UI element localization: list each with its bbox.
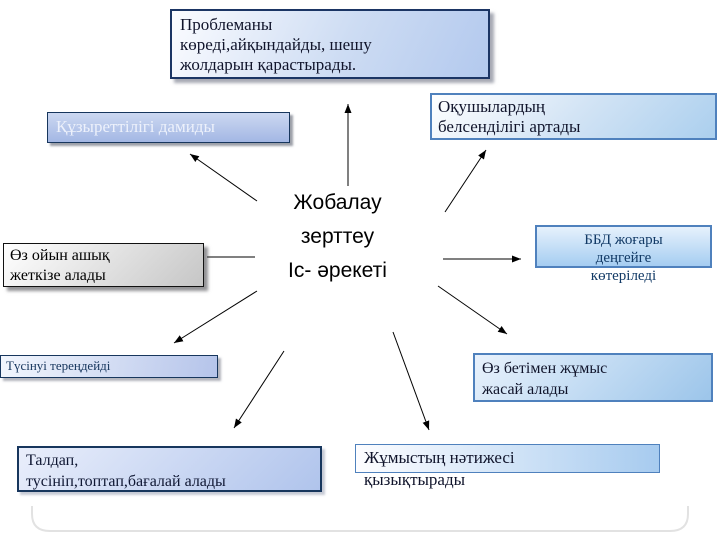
node-independent-work-box: Өз бетімен жұмыс жасай алады bbox=[473, 353, 713, 402]
arrow-up-right bbox=[444, 149, 487, 213]
arrow-down-left-1 bbox=[173, 290, 258, 344]
node-competence-box: Құзыреттілігі дамиды bbox=[47, 112, 290, 143]
center-topic-label: Жобалау зерттеу Іс- әрекеті bbox=[288, 191, 387, 282]
node-analysis-box: Талдап, тусініп,топтап,бағалай алады bbox=[17, 446, 322, 492]
slide-bottom-arc bbox=[31, 506, 689, 532]
arrow-down-left-2 bbox=[233, 350, 285, 429]
node-work-result-box: Жұмыстың нәтижесі қызықтырады bbox=[355, 444, 660, 489]
node-bbd-level-box: ББД жоғары деңгейге көтеріледі bbox=[535, 225, 712, 284]
node-problem-box: Проблеманы көреді,айқындайды, шешу жолда… bbox=[170, 9, 490, 79]
node-understanding-box: Түсінуі тереңдейді bbox=[0, 355, 218, 378]
node-open-opinion-box: Өз ойын ашық жеткізе алады bbox=[3, 243, 204, 287]
arrow-down bbox=[392, 331, 430, 431]
node-pupils-activity-box: Оқушылардың белсенділігі артады bbox=[430, 93, 717, 140]
arrow-down-right bbox=[437, 285, 508, 335]
